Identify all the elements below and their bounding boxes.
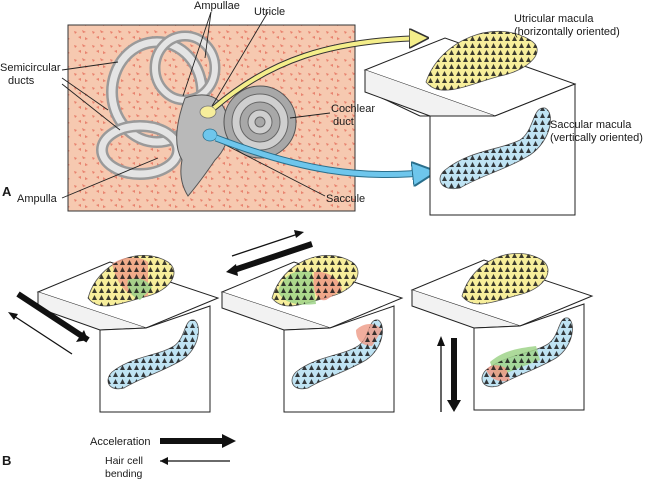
- label-saccule: Saccule: [326, 193, 365, 205]
- panel-letter-b: B: [2, 453, 11, 468]
- semicircular-ducts: [96, 30, 221, 180]
- panel-a-leader-lines: [61, 11, 331, 199]
- legend-acceleration-label: Acceleration: [90, 436, 151, 448]
- saccule-spot: [202, 128, 218, 142]
- panel-letter-a: A: [2, 184, 12, 199]
- label-utricular-macula-2: (horizontally oriented): [514, 26, 620, 38]
- utricle-arrow: [212, 38, 425, 110]
- legend: [160, 434, 236, 465]
- label-saccular-macula-2: (vertically oriented): [550, 132, 643, 144]
- legend-hair-cell-label-1: Hair cell: [105, 455, 143, 467]
- bending-arrow-1: [13, 315, 73, 355]
- acceleration-arrow-2: [233, 241, 313, 273]
- label-semicircular-ducts-2: ducts: [8, 75, 35, 87]
- macula-box-large: [363, 31, 577, 216]
- saccule-arrow: [215, 135, 432, 175]
- label-cochlear-duct-2: duct: [333, 116, 354, 128]
- label-utricle: Utricle: [254, 6, 285, 18]
- label-utricular-macula-1: Utricular macula: [514, 13, 594, 25]
- acceleration-arrow-1: [16, 291, 90, 343]
- label-cochlear-duct-1: Cochlear: [331, 103, 375, 115]
- utricle-spot: [199, 105, 217, 119]
- macula-box-1: [36, 254, 220, 413]
- label-ampulla: Ampulla: [17, 193, 58, 205]
- label-ampullae: Ampullae: [194, 0, 240, 12]
- label-semicircular-ducts-1: Semicircular: [0, 62, 61, 74]
- label-saccular-macula-1: Saccular macula: [550, 119, 632, 131]
- macula-box-2: [220, 254, 404, 413]
- bending-arrow-2: [231, 233, 299, 257]
- cochlea: [223, 85, 297, 159]
- macula-box-3: [410, 252, 594, 411]
- vestibule: [176, 94, 229, 197]
- legend-hair-cell-label-2: bending: [105, 468, 143, 480]
